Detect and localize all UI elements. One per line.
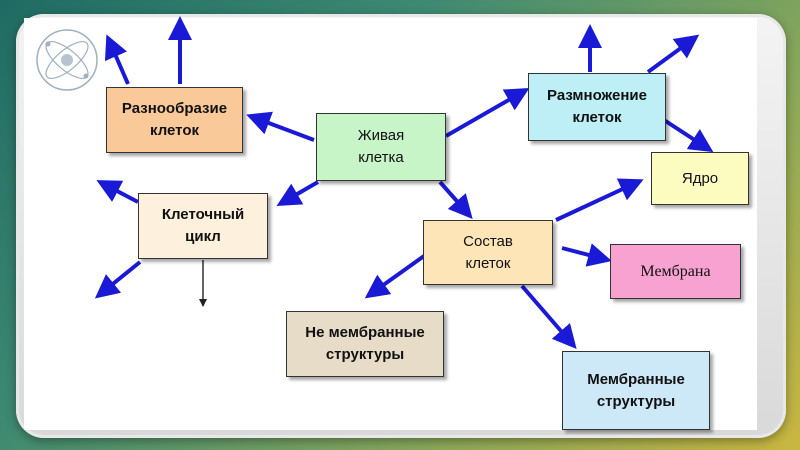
arrow-composition-to-membrane-structures: [520, 284, 577, 350]
arrow-composition-to-nucleus: [555, 178, 644, 222]
node-living-cell: Живая клетка: [316, 113, 446, 181]
arrow-composition-to-nonmembrane: [364, 254, 426, 299]
node-cell-composition: Состав клеток: [423, 220, 553, 285]
arrow-reproduction-to-nucleus: [662, 118, 714, 153]
node-cell-cycle: Клеточный цикл: [138, 193, 268, 259]
arrow-diversity-up-left: [104, 34, 130, 85]
atom-logo-icon: [36, 29, 98, 91]
arrow-cell-to-reproduction: [445, 88, 530, 138]
node-nucleus: Ядро: [651, 152, 749, 205]
arrow-cycle-up-left: [96, 180, 139, 204]
arrow-composition-to-membrane: [561, 243, 612, 267]
node-cell-reproduction: Размножение клеток: [528, 73, 666, 141]
node-membrane-structures: Мембранные структуры: [562, 351, 710, 430]
arrow-cycle-down-left: [94, 260, 142, 299]
node-non-membrane-structures: Не мембранные структуры: [286, 311, 444, 377]
arrow-cell-to-cycle: [276, 180, 320, 207]
arrow-reproduction-up-right: [646, 34, 700, 74]
node-cell-diversity: Разнообразие клеток: [106, 87, 243, 153]
arrow-cell-to-diversity: [246, 111, 315, 142]
arrow-cell-to-composition: [438, 180, 473, 219]
node-membrane: Мембрана: [610, 244, 741, 299]
